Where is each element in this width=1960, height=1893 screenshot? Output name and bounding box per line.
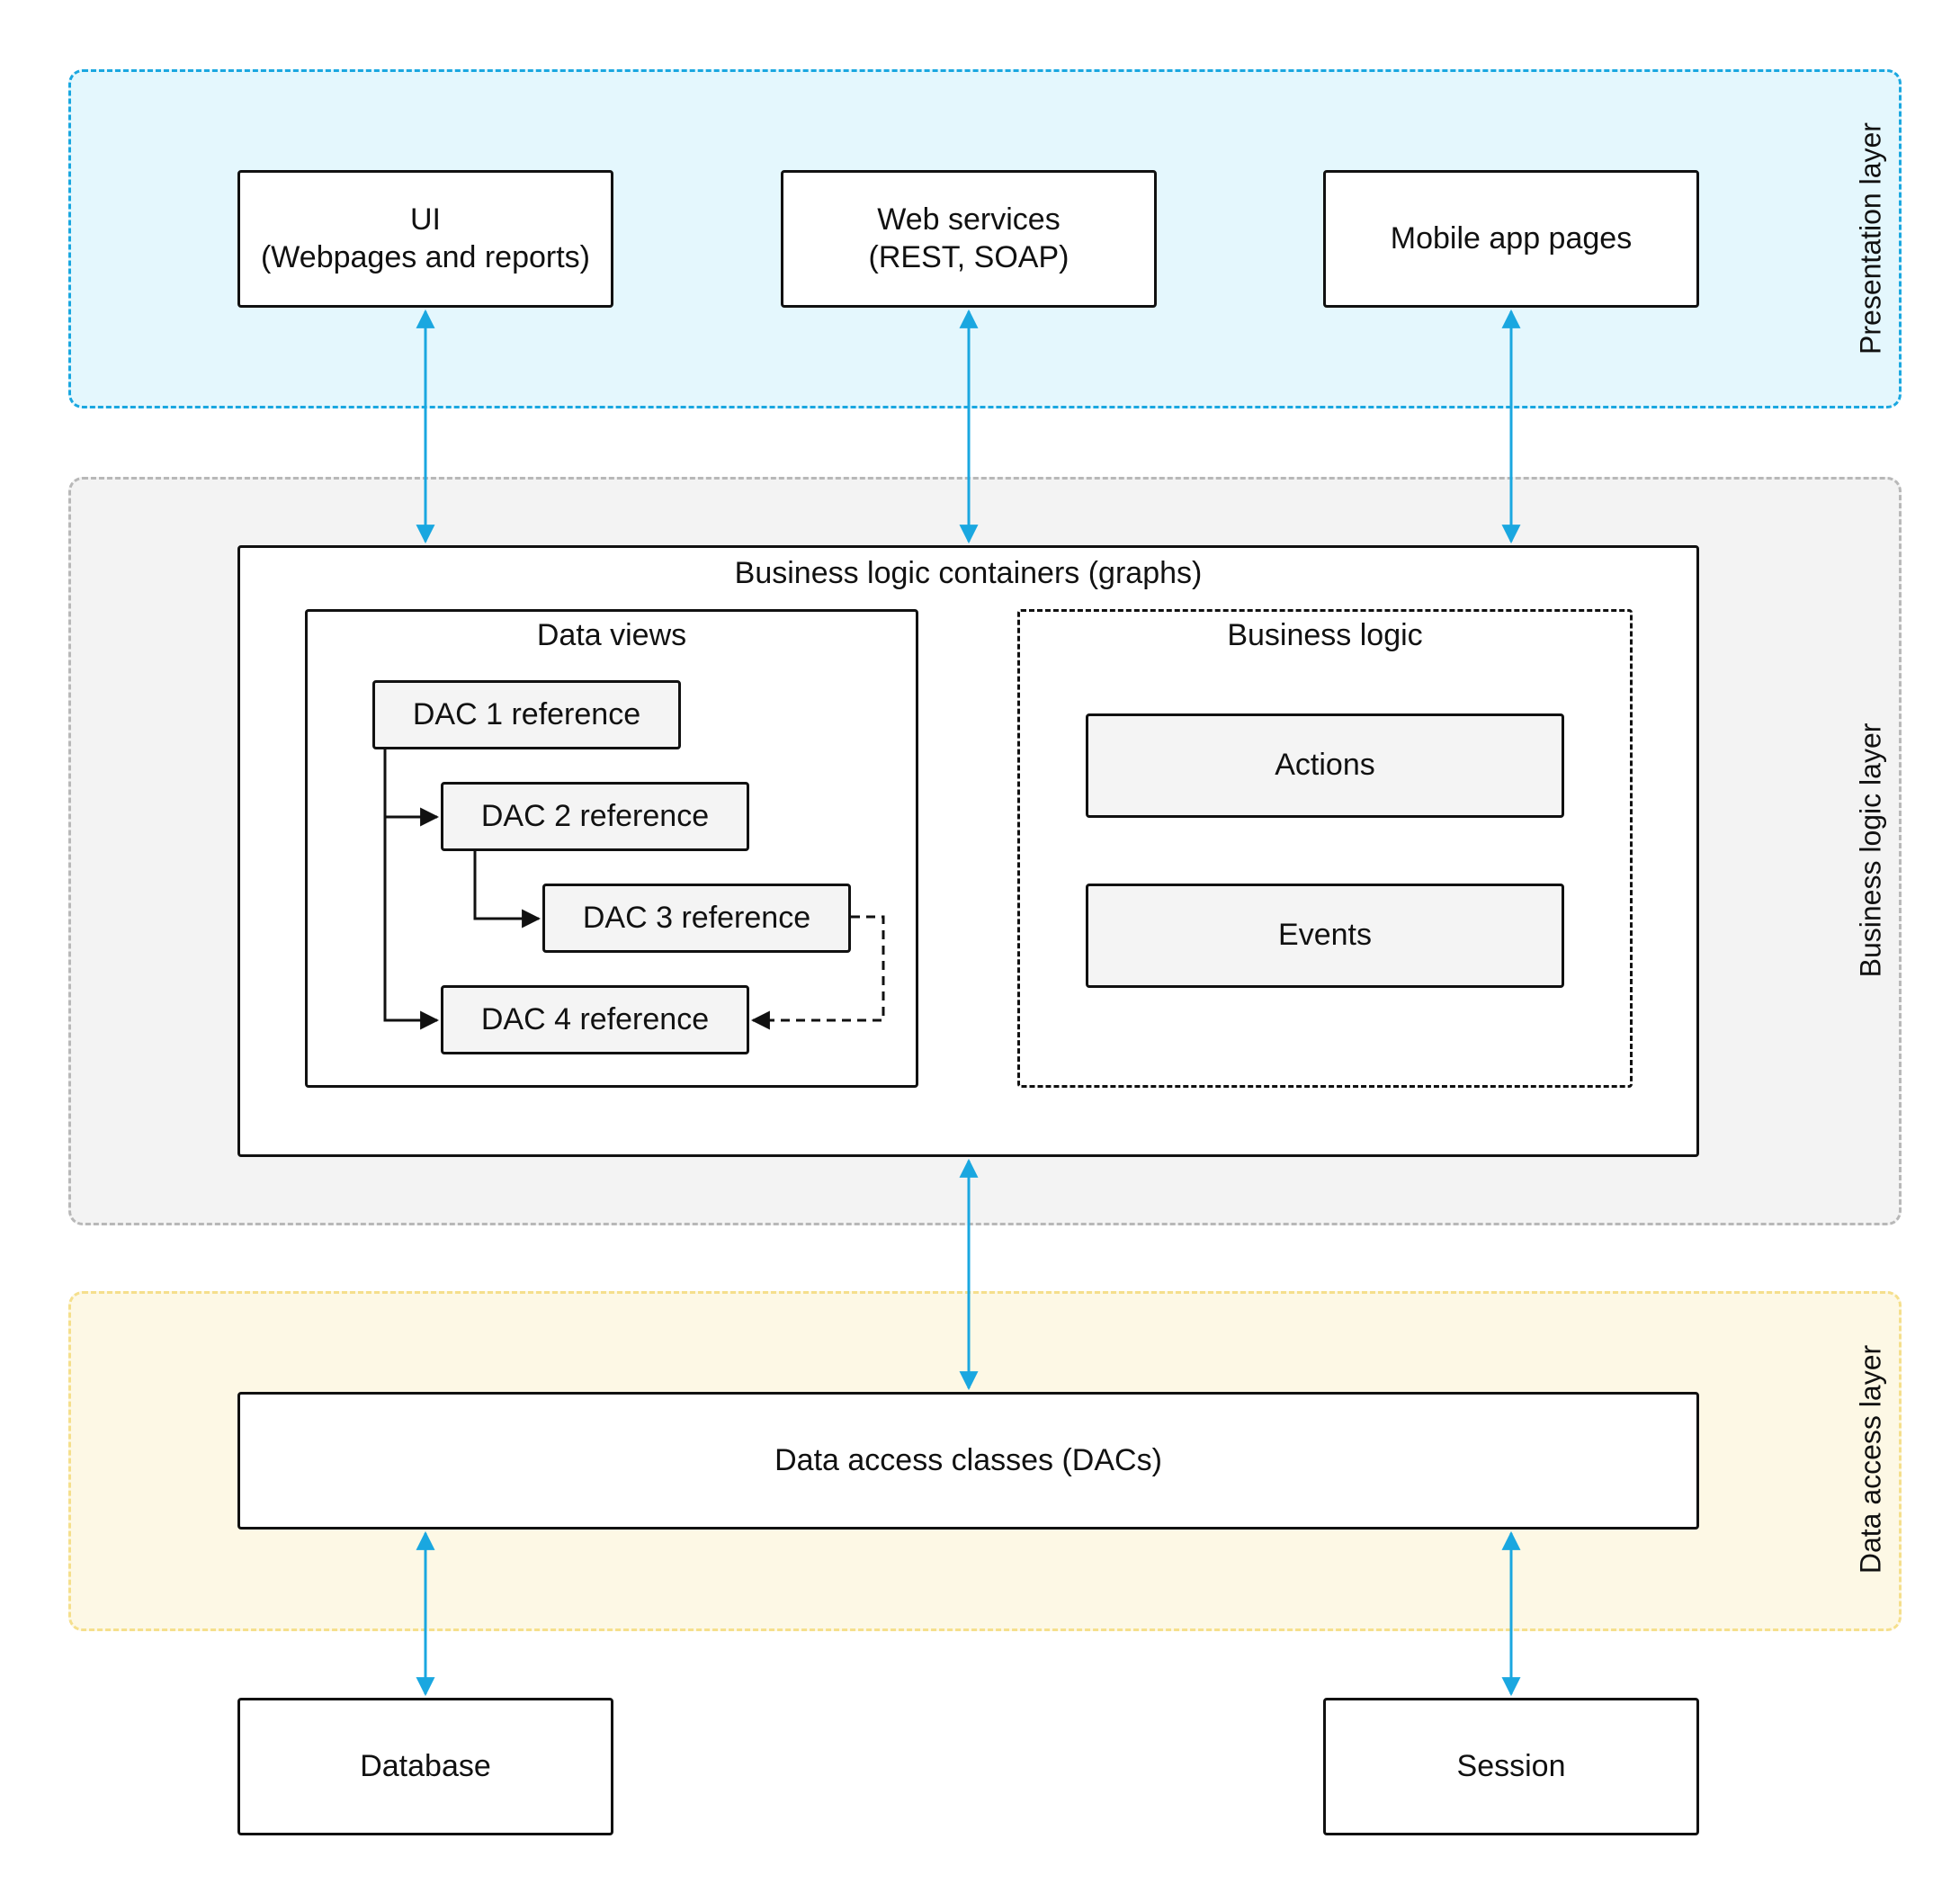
presentation-layer-label: Presentation layer <box>1854 122 1887 354</box>
business-logic-title: Business logic <box>1227 618 1423 652</box>
database-box: Database <box>237 1698 613 1835</box>
data-access-classes-box: Data access classes (DACs) <box>237 1392 1699 1530</box>
session-box: Session <box>1323 1698 1699 1835</box>
dac1-reference-box: DAC 1 reference <box>372 680 681 749</box>
business-logic-box: Business logic <box>1017 609 1633 1088</box>
mobile-app-pages-box: Mobile app pages <box>1323 170 1699 308</box>
data-access-layer-label: Data access layer <box>1854 1344 1887 1575</box>
web-services-box: Web services (REST, SOAP) <box>781 170 1157 308</box>
actions-box: Actions <box>1086 713 1564 818</box>
dac3-reference-box: DAC 3 reference <box>542 884 851 953</box>
events-box: Events <box>1086 884 1564 988</box>
ui-box: UI (Webpages and reports) <box>237 170 613 308</box>
business-logic-layer-label: Business logic layer <box>1854 722 1887 978</box>
dac4-reference-box: DAC 4 reference <box>441 985 749 1054</box>
data-views-title: Data views <box>536 618 687 652</box>
dac2-reference-box: DAC 2 reference <box>441 782 749 851</box>
business-logic-container-title: Business logic containers (graphs) <box>734 556 1203 590</box>
